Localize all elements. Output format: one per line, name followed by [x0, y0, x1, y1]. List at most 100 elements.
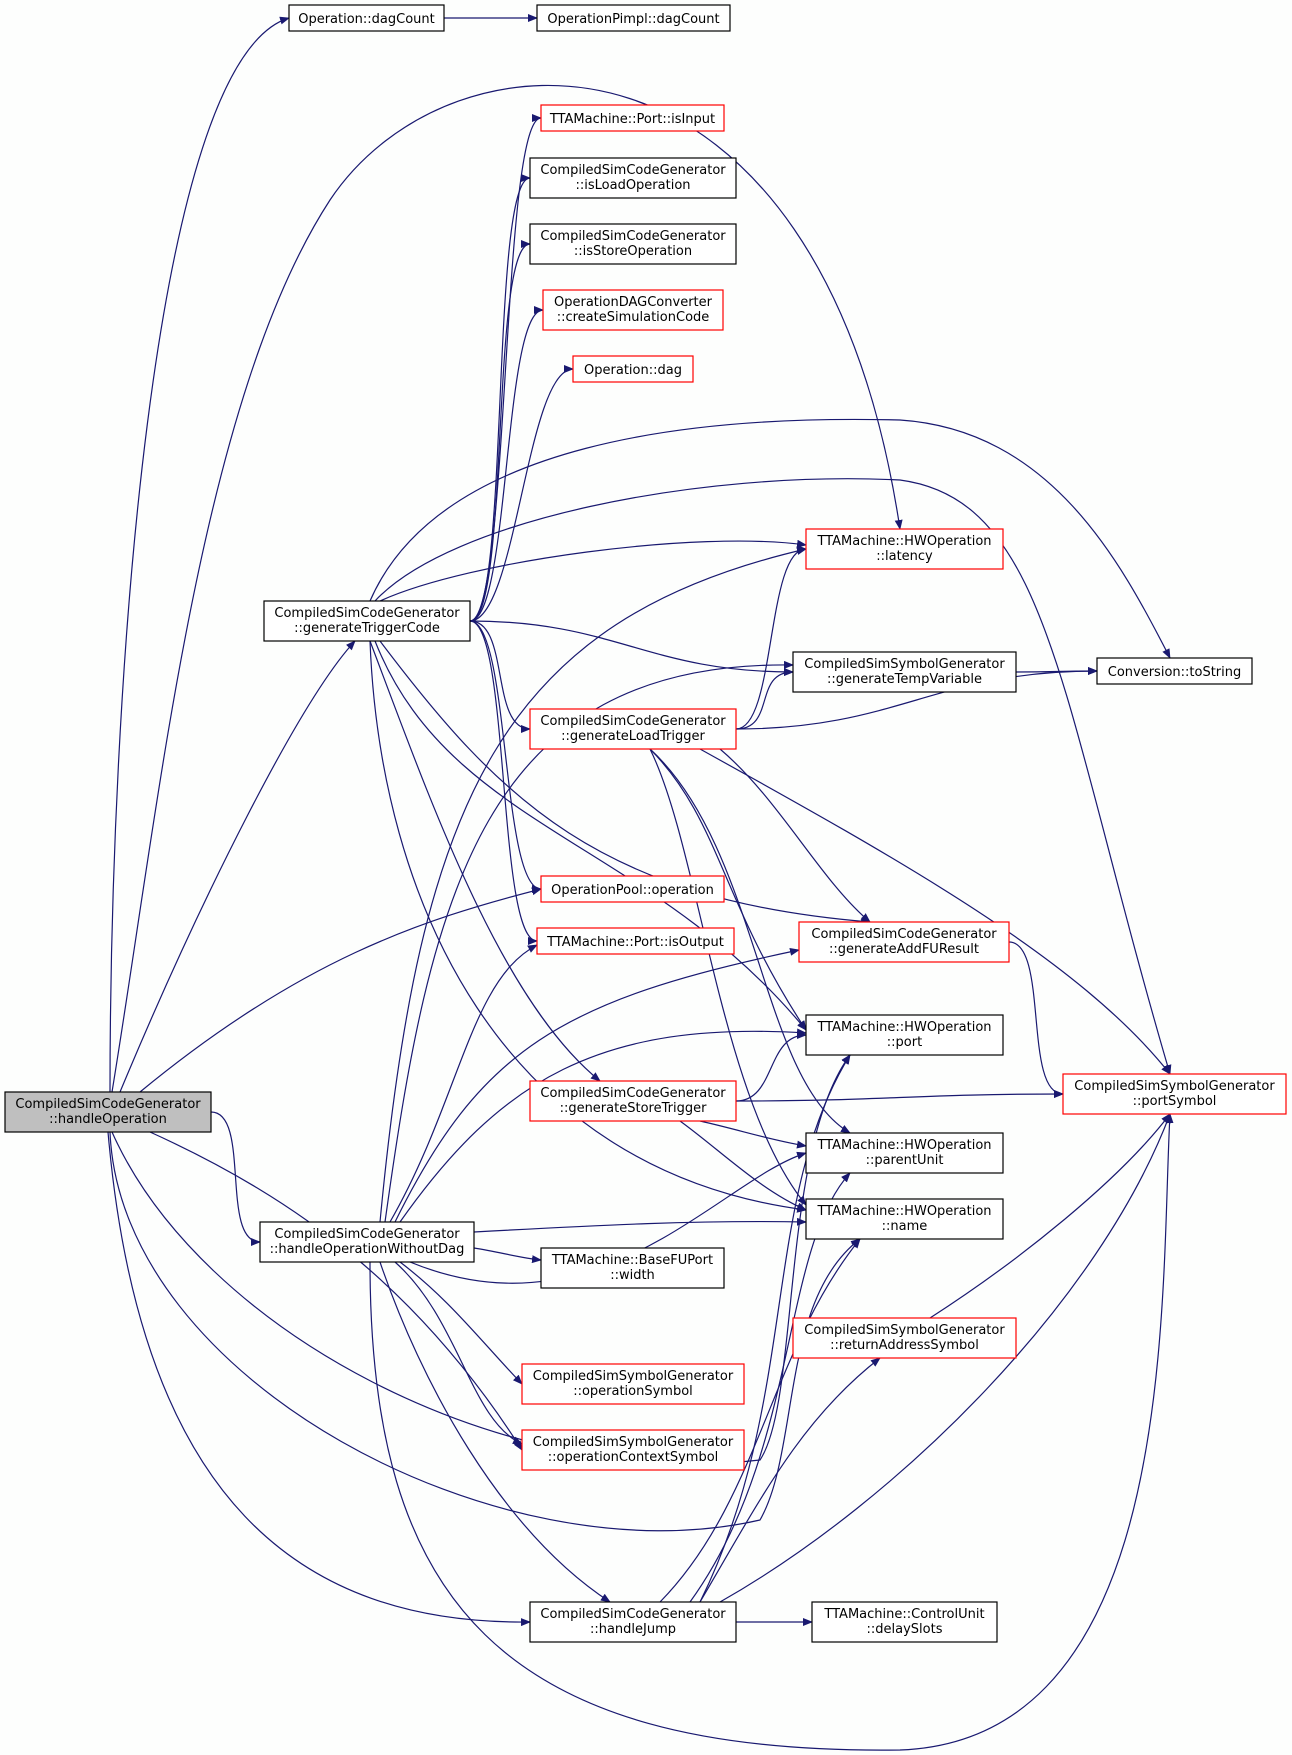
edge-path: [929, 1113, 1171, 1319]
edge-handleJump-to-portSymbol: [719, 1113, 1171, 1603]
edge-generateLoadTrigger-to-toString: [735, 667, 1098, 730]
edge-handleOperation-to-latency: [111, 84, 903, 1093]
node-portSymbol[interactable]: CompiledSimSymbolGenerator::portSymbol: [1062, 1073, 1287, 1115]
node-label: ::portSymbol: [1133, 1094, 1217, 1109]
node-box: [259, 1221, 475, 1263]
node-box: [288, 4, 445, 32]
edge-path: [473, 1247, 542, 1264]
node-toString[interactable]: Conversion::toString: [1096, 657, 1253, 685]
node-label: ::operationSymbol: [573, 1384, 693, 1399]
node-label: ::generateLoadTrigger: [561, 729, 705, 744]
node-generateAddFUResult[interactable]: CompiledSimCodeGenerator::generateAddFUR…: [798, 921, 1010, 963]
node-generateLoadTrigger[interactable]: CompiledSimCodeGenerator::generateLoadTr…: [529, 708, 737, 750]
node-isOutput[interactable]: TTAMachine::Port::isOutput: [536, 927, 735, 955]
node-returnAddressSymbol[interactable]: CompiledSimSymbolGenerator::returnAddres…: [792, 1317, 1017, 1359]
node-box: [1096, 657, 1253, 685]
node-label: CompiledSimSymbolGenerator: [1074, 1079, 1275, 1094]
node-box: [542, 289, 724, 331]
node-label: CompiledSimCodeGenerator: [274, 606, 460, 621]
node-box: [805, 1014, 1004, 1056]
node-label: TTAMachine::HWOperation: [816, 1020, 991, 1035]
edge-handleOperationWithoutDag-to-portSymbol: [369, 1113, 1174, 1751]
edge-path: [649, 748, 807, 1031]
node-box: [263, 600, 471, 642]
edge-path: [109, 1131, 861, 1532]
node-operationDag[interactable]: Operation::dag: [572, 355, 694, 383]
node-box: [521, 1363, 745, 1405]
node-box: [521, 1429, 745, 1471]
edge-handleJump-to-hwName: [659, 1238, 861, 1603]
node-isInput[interactable]: TTAMachine::Port::isInput: [540, 104, 725, 132]
node-box: [540, 104, 725, 132]
node-label: ::isStoreOperation: [574, 244, 692, 259]
node-generateStoreTrigger[interactable]: CompiledSimCodeGenerator::generateStoreT…: [529, 1080, 737, 1122]
node-handleJump[interactable]: CompiledSimCodeGenerator::handleJump: [529, 1601, 737, 1643]
node-label: TTAMachine::BaseFUPort: [551, 1253, 713, 1268]
node-label: ::delaySlots: [867, 1622, 943, 1637]
node-label: CompiledSimSymbolGenerator: [804, 1323, 1005, 1338]
node-label: ::generateTempVariable: [827, 672, 982, 687]
edge-path: [369, 1113, 1174, 1751]
edge-path: [374, 640, 807, 1031]
edge-path: [369, 640, 807, 1213]
node-baseFUPortWidth[interactable]: TTAMachine::BaseFUPort::width: [540, 1247, 725, 1289]
node-handleOperationWithoutDag[interactable]: CompiledSimCodeGenerator::handleOperatio…: [259, 1221, 475, 1263]
node-latency[interactable]: TTAMachine::HWOperation::latency: [805, 528, 1004, 570]
node-box: [811, 1601, 998, 1643]
edge-path: [469, 365, 574, 622]
edge-path: [699, 1357, 881, 1603]
node-box: [529, 1601, 737, 1643]
edge-path: [369, 640, 601, 1082]
edge-generateLoadTrigger-to-hwPort: [649, 748, 807, 1031]
node-label: TTAMachine::HWOperation: [816, 1204, 991, 1219]
edge-generateStoreTrigger-to-parentUnit: [699, 1120, 807, 1149]
edge-generateLoadTrigger-to-portSymbol: [699, 748, 1171, 1075]
node-hwName[interactable]: TTAMachine::HWOperation::name: [805, 1198, 1004, 1240]
node-box: [805, 1132, 1004, 1174]
edge-handleOperationWithoutDag-to-handleJump: [379, 1261, 611, 1603]
node-label: CompiledSimCodeGenerator: [540, 714, 726, 729]
node-label: CompiledSimCodeGenerator: [811, 927, 997, 942]
edge-handleOperationWithoutDag-to-isOutput: [389, 944, 538, 1223]
edge-generateAddFUResult-to-portSymbol: [1008, 941, 1064, 1098]
node-label: CompiledSimSymbolGenerator: [533, 1435, 734, 1450]
node-operationSymbol[interactable]: CompiledSimSymbolGenerator::operationSym…: [521, 1363, 745, 1405]
node-label: ::createSimulationCode: [557, 310, 710, 325]
node-isStoreOperation[interactable]: CompiledSimCodeGenerator::isStoreOperati…: [529, 223, 737, 265]
node-box: [529, 1080, 737, 1122]
edge-handleJump-to-returnAddressSymbol: [699, 1357, 881, 1603]
node-poolOperation[interactable]: OperationPool::operation: [540, 875, 725, 903]
node-label: CompiledSimSymbolGenerator: [804, 657, 1005, 672]
node-label: ::handleJump: [590, 1622, 676, 1637]
edge-path: [699, 748, 1171, 1075]
edge-generateTriggerCode-to-isOutput: [469, 620, 538, 945]
edge-path: [384, 660, 794, 1223]
edge-path: [469, 240, 531, 622]
edge-generateTriggerCode-to-isLoadOperation: [469, 174, 531, 622]
node-label: OperationDAGConverter: [554, 295, 713, 310]
edge-path: [735, 545, 807, 730]
node-label: Conversion::toString: [1108, 665, 1242, 680]
edge-generateTriggerCode-to-generateLoadTrigger: [469, 620, 531, 733]
node-operationContextSymbol[interactable]: CompiledSimSymbolGenerator::operationCon…: [521, 1429, 745, 1471]
node-box: [572, 355, 694, 383]
edge-generateTriggerCode-to-createSimulationCode: [469, 306, 544, 622]
edge-path: [109, 16, 290, 1093]
node-label: OperationPimpl::dagCount: [547, 12, 719, 27]
node-box: [529, 223, 737, 265]
node-parentUnit[interactable]: TTAMachine::HWOperation::parentUnit: [805, 1132, 1004, 1174]
node-isLoadOperation[interactable]: CompiledSimCodeGenerator::isLoadOperatio…: [529, 157, 737, 199]
edge-handleOperationWithoutDag-to-generateAddFUResult: [394, 947, 800, 1223]
node-pimplDagCount[interactable]: OperationPimpl::dagCount: [536, 4, 731, 32]
node-generateTempVariable[interactable]: CompiledSimSymbolGenerator::generateTemp…: [792, 651, 1017, 693]
node-dagCount[interactable]: Operation::dagCount: [288, 4, 445, 32]
edge-path: [735, 668, 794, 730]
node-delaySlots[interactable]: TTAMachine::ControlUnit::delaySlots: [811, 1601, 998, 1643]
node-hwPort[interactable]: TTAMachine::HWOperation::port: [805, 1014, 1004, 1056]
node-generateTriggerCode[interactable]: CompiledSimCodeGenerator::generateTrigge…: [263, 600, 471, 642]
call-nodes: CompiledSimCodeGenerator::handleOperatio…: [4, 4, 1287, 1643]
node-createSimulationCode[interactable]: OperationDAGConverter::createSimulationC…: [542, 289, 724, 331]
node-label: TTAMachine::ControlUnit: [823, 1607, 984, 1622]
edge-path: [649, 748, 807, 1206]
